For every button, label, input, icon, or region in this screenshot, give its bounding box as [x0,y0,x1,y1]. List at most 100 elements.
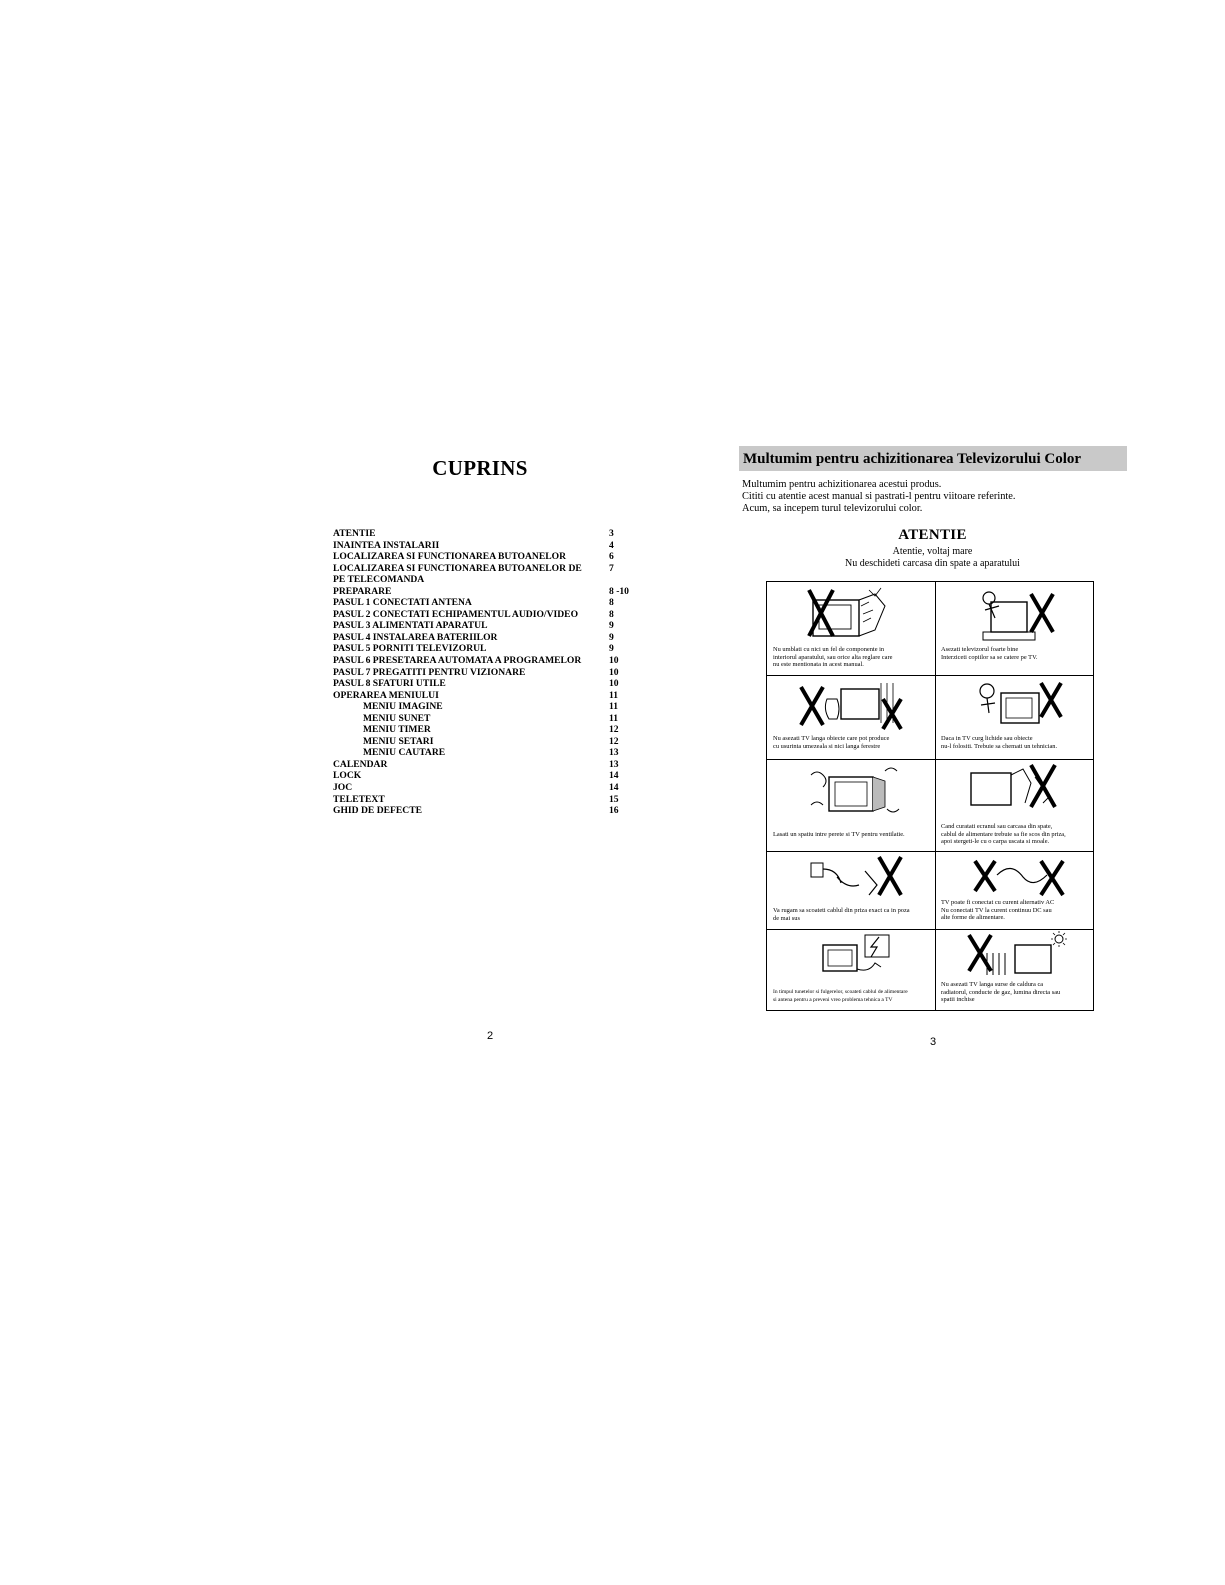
toc-entry: OPERAREA MENIULUI 11 [333,690,663,702]
toc-entry-page: 15 [609,793,619,805]
warning-text: Asezati televizorul foarte bine Interzic… [941,646,1038,661]
toc-entry-label: MENIU SETARI [363,735,434,747]
warning-text: In timpul tunetelor si fulgerelor, scoat… [773,989,908,1003]
toc-entry-label: MENIU SUNET [363,712,431,724]
toc-entry: PASUL 7 PREGATITI PENTRU VIZIONARE 10 [333,667,663,679]
toc-entry: CALENDAR 13 [333,759,663,771]
toc-entry-page: 8 -10 [609,585,629,597]
warning-cell-moisture: Nu asezati TV langa obiecte care pot pro… [767,675,935,759]
toc-entry-page: 6 [609,551,614,563]
warning-cell-lightning: In timpul tunetelor si fulgerelor, scoat… [767,929,935,1012]
grid-divider [767,675,1093,676]
toc-entry-label: TELETEXT [333,793,385,805]
toc-entry-page: 11 [609,689,619,701]
warning-text: Daca in TV curg lichide sau obiecte nu-l… [941,735,1058,750]
toc-entry-page: 3 [609,528,614,539]
toc-entry-page: 8 [609,597,614,609]
warning-cell-ventilation: Lasati un spatiu intre perete si TV pent… [767,759,935,851]
warning-text: TV poate fi conectat cu curent alternati… [941,899,1055,922]
toc-entry: JOC 14 [333,782,663,794]
power-cable-illustration [973,859,1065,897]
toc-entry-page: 10 [609,666,619,678]
toc-entry-label: ATENTIE [333,528,376,539]
toc-entry-label: LOCALIZAREA SI FUNCTIONAREA BUTOANELOR [333,551,567,563]
cleaning-screen-illustration [970,764,1057,808]
grid-divider [935,582,936,1010]
attention-title: ATENTIE [898,527,967,543]
toc-entry: GHID DE DEFECTE 16 [333,805,663,817]
toc-entry-label: JOC [333,782,353,794]
toc-entry-label: MENIU TIMER [363,724,431,736]
toc-entry-label: PASUL 6 PRESETAREA AUTOMATA A PROGRAMELO… [333,655,582,667]
warning-text: Cand curatati ecranul sau carcasa din sp… [941,823,1066,846]
warning-cell-liquids: Daca in TV curg lichide sau obiecte nu-l… [935,675,1095,759]
toc-entry-label: PREPARARE [333,585,392,597]
toc-entry-label: LOCK [333,770,362,782]
toc-entry: LOCALIZAREA SI FUNCTIONAREA BUTOANELOR D… [333,563,663,575]
tv-near-water-illustration [799,683,903,731]
toc-entry: PASUL 2 CONECTATI ECHIPAMENTUL AUDIO/VID… [333,609,663,621]
grid-divider [767,929,1093,930]
toc-entry: PASUL 4 INSTALAREA BATERIILOR 9 [333,632,663,644]
warning-cell-unplug: Va rugam sa scoateti cablul din priza ex… [767,851,935,929]
toc-entry-label: PASUL 7 PREGATITI PENTRU VIZIONARE [333,666,526,678]
tv-ventilation-illustration [810,767,900,813]
intro-text: Multumim pentru achizitionarea acestui p… [742,479,1127,515]
toc-entry-page: 11 [609,701,619,713]
heat-source-illustration [967,931,1067,975]
toc-entry: MENIU TIMER 12 [333,724,663,736]
warning-text: Nu asezati TV langa surse de caldura ca … [941,981,1061,1004]
intro-line: Cititi cu atentie acest manual si pastra… [742,491,1016,502]
toc-entry-page: 13 [609,758,619,770]
tv-open-back-illustration [807,587,886,637]
warning-text: Nu asezati TV langa obiecte care pot pro… [773,735,890,750]
grid-divider [767,759,1093,760]
toc-entry-label: PE TELECOMANDA [333,574,425,586]
unplug-cable-illustration [810,855,903,897]
toc-entry-page: 14 [609,770,619,782]
child-climbing-tv-illustration [982,591,1055,641]
toc-entry: LOCALIZAREA SI FUNCTIONAREA BUTOANELOR 6 [333,551,663,563]
toc-entry-page: 14 [609,782,619,794]
page-number-left: 2 [487,1030,494,1042]
toc-title: CUPRINS [432,456,528,480]
toc-entry-page: 12 [609,735,619,747]
toc-entry-label: GHID DE DEFECTE [333,805,423,817]
toc-entry-label: PASUL 4 INSTALAREA BATERIILOR [333,631,498,643]
warning-cell-stability: Asezati televizorul foarte bine Interzic… [935,582,1095,675]
toc-entry-page: 4 [609,539,614,551]
toc-entry-page: 10 [609,655,619,667]
warnings-grid: Nu umblati cu nici un fel de componente … [766,581,1094,1011]
grid-divider [767,851,1093,852]
toc-entry-label: MENIU IMAGINE [363,701,443,713]
toc-entry-label: OPERAREA MENIULUI [333,689,439,701]
toc-entry: MENIU SETARI 12 [333,736,663,748]
attention-line: Nu deschideti carcasa din spate a aparat… [845,557,1020,569]
toc-entry-label: PASUL 2 CONECTATI ECHIPAMENTUL AUDIO/VID… [333,608,579,620]
attention-subtitle: Atentie, voltaj mare Nu deschideti carca… [740,546,1125,569]
warning-text: Nu umblati cu nici un fel de componente … [773,646,893,669]
intro-line: Acum, sa incepem turul televizorului col… [742,503,923,514]
liquid-spill-illustration [979,681,1063,724]
toc-entry-page: 16 [609,805,619,817]
toc-entry-page: 12 [609,724,619,736]
toc-entry-page: 9 [609,631,614,643]
toc-entry-label: PASUL 1 CONECTATI ANTENA [333,597,472,609]
toc-entry: ATENTIE 3 [333,528,663,540]
toc-entry: PASUL 1 CONECTATI ANTENA 8 [333,597,663,609]
warning-text: Lasati un spatiu intre perete si TV pent… [773,831,905,838]
intro-line: Multumim pentru achizitionarea acestui p… [742,479,942,490]
toc-entry-label: MENIU CAUTARE [363,747,446,759]
attention-line: Atentie, voltaj mare [892,546,973,557]
warning-cell-power-supply: TV poate fi conectat cu curent alternati… [935,851,1095,929]
toc-entry: LOCK 14 [333,770,663,782]
toc-entry: PREPARARE 8 -10 [333,586,663,598]
toc-entry-page: 8 [609,608,614,620]
toc-entry-label: PASUL 3 ALIMENTATI APARATUL [333,620,488,632]
warning-cell-heat: Nu asezati TV langa surse de caldura ca … [935,929,1095,1012]
toc-entry-label: CALENDAR [333,758,388,770]
